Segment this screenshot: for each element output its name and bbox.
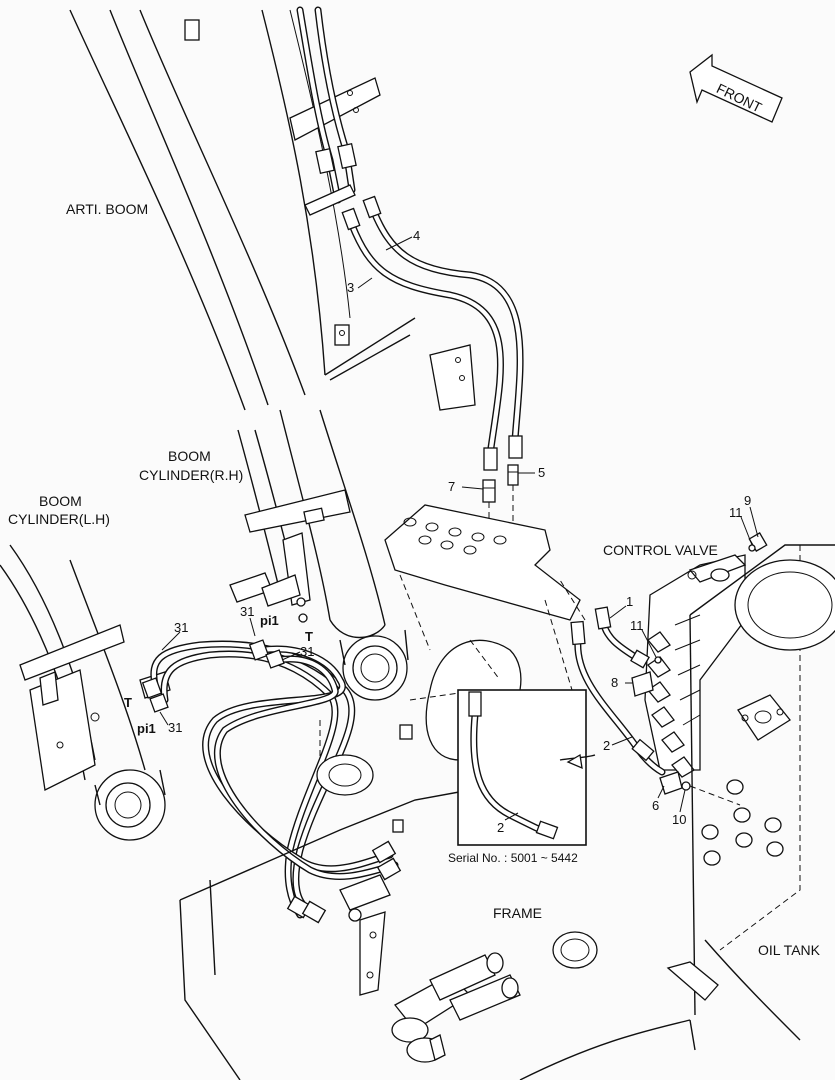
callout-leaders xyxy=(159,236,759,821)
callout-31a: 31 xyxy=(174,620,188,635)
callout-11b: 11 xyxy=(630,618,644,633)
port-t-right: T xyxy=(305,629,313,644)
front-arrow: FRONT xyxy=(689,53,783,123)
callout-2: 2 xyxy=(603,738,610,753)
control-valve-label: CONTROL VALVE xyxy=(603,542,718,558)
oil-tank xyxy=(666,544,835,1041)
serial-inset xyxy=(457,689,596,846)
serial-note-label: Serial No. : 5001 ~ 5442 xyxy=(448,851,578,865)
callout-9: 9 xyxy=(744,493,751,508)
callout-2-inset: 2 xyxy=(497,820,504,835)
oil-tank-label: OIL TANK xyxy=(758,942,821,958)
boom-cylinder-rh-label-1: BOOM xyxy=(168,448,211,464)
hose-3-and-4 xyxy=(341,195,524,471)
arti-boom xyxy=(69,9,476,411)
boom-cylinder-rh xyxy=(229,409,409,701)
callout-31d: 31 xyxy=(168,720,182,735)
boom-cylinder-lh xyxy=(0,544,171,841)
boom-cylinder-lh-label-1: BOOM xyxy=(39,493,82,509)
callout-8: 8 xyxy=(611,675,618,690)
control-valve xyxy=(631,532,768,806)
arti-boom-pipes xyxy=(296,6,357,216)
callout-1: 1 xyxy=(626,594,633,609)
fitting-assembly xyxy=(339,874,521,1063)
boom-cylinder-lh-label-2: CYLINDER(L.H) xyxy=(8,511,110,527)
callout-10: 10 xyxy=(672,812,686,827)
port-pi1-right: pi1 xyxy=(260,613,279,628)
fittings-5-7 xyxy=(482,464,519,560)
callout-5: 5 xyxy=(538,465,545,480)
callout-7: 7 xyxy=(448,479,455,494)
callout-31b: 31 xyxy=(240,604,254,619)
arti-boom-label: ARTI. BOOM xyxy=(66,201,148,217)
boom-cylinder-rh-label-2: CYLINDER(R.H) xyxy=(139,467,243,483)
frame-bracket xyxy=(384,504,581,701)
port-t-left: T xyxy=(124,695,132,710)
callout-4: 4 xyxy=(413,228,420,243)
hoses-31 xyxy=(141,639,402,924)
callout-3: 3 xyxy=(347,280,354,295)
callout-6: 6 xyxy=(652,798,659,813)
frame-label: FRAME xyxy=(493,905,542,921)
callout-11a: 11 xyxy=(729,505,743,520)
hose-1-and-2 xyxy=(559,579,666,776)
callout-31c: 31 xyxy=(300,644,314,659)
port-pi1-left: pi1 xyxy=(137,721,156,736)
